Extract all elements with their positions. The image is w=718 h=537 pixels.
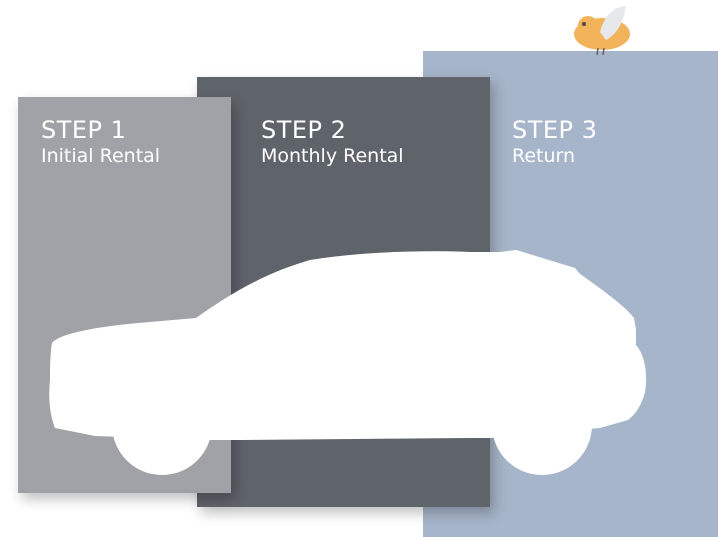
bird-icon bbox=[570, 2, 636, 58]
